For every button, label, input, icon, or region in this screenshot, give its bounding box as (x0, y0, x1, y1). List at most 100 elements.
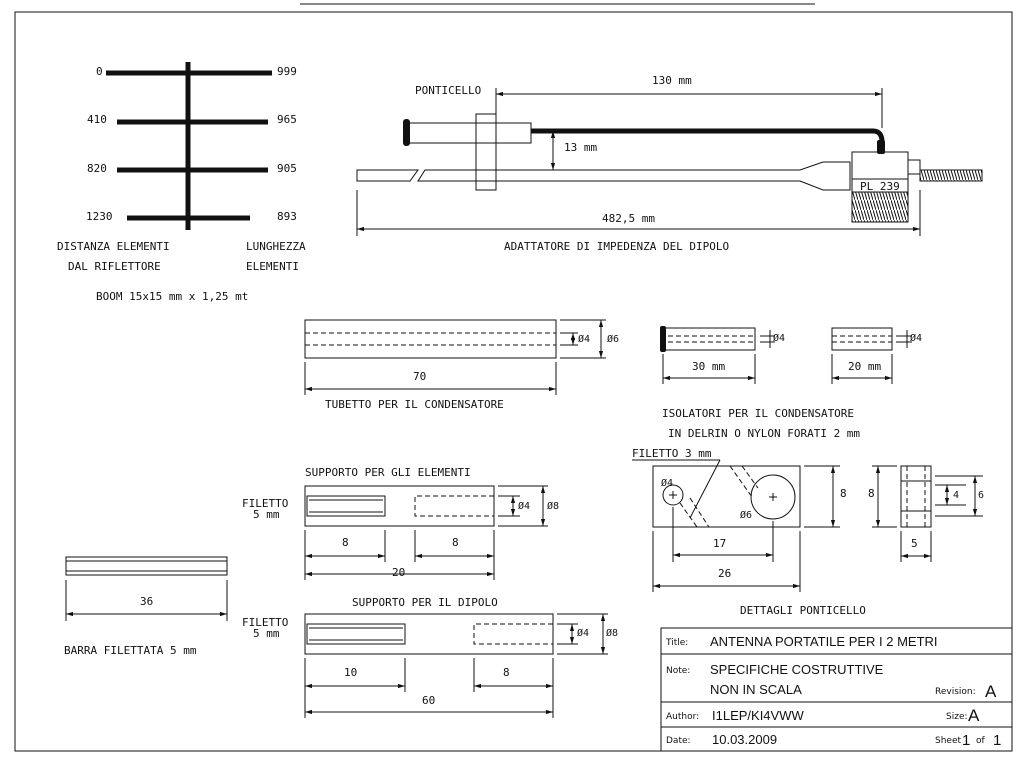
drawing-title: ANTENNA PORTATILE PER I 2 METRI (710, 634, 938, 649)
yagi-left-value: 1230 (86, 210, 113, 223)
yagi-label-distance: DISTANZA ELEMENTI (57, 240, 170, 253)
dim-6: 6 (978, 490, 984, 501)
insulator-20 (831, 327, 893, 351)
hole-big (750, 474, 796, 520)
yagi-left-value: 0 (96, 65, 103, 78)
dim-d6: Ø6 (607, 333, 619, 345)
revision-label: Revision: (935, 687, 976, 697)
title-label: Title: (665, 638, 688, 648)
yagi-right-value: 905 (277, 162, 297, 175)
bridge-block (475, 113, 497, 191)
note-value: SPECIFICHE COSTRUTTIVE (710, 662, 884, 677)
yagi-left-value: 410 (87, 113, 107, 126)
tube-cap (403, 119, 410, 146)
tubetto-caption: TUBETTO PER IL CONDENSATORE (325, 398, 504, 411)
yagi-left-value: 820 (87, 162, 107, 175)
wire-end (877, 140, 885, 154)
isolatori-diagram: Ø4 30 mm Ø4 20 mm ISOLATORI PER IL CONDE… (660, 326, 922, 440)
note-value: NON IN SCALA (710, 682, 802, 697)
pl239-label: PL 239 (860, 180, 900, 193)
ponticello-label: PONTICELLO (415, 84, 481, 97)
dim-482: 482,5 mm (602, 212, 655, 225)
dim-130: 130 mm (652, 74, 692, 87)
author-value: I1LEP/KI4VWW (712, 708, 804, 723)
bridge-front-view (652, 465, 801, 528)
supporto-dipolo-diagram: SUPPORTO PER IL DIPOLO FILETTO 5 mm Ø4 Ø… (242, 596, 618, 718)
barra-caption: BARRA FILETTATA 5 mm (64, 644, 197, 657)
pl239-nut (851, 191, 909, 223)
date-label: Date: (666, 736, 691, 746)
sheet-total: 1 (993, 732, 1001, 749)
impedance-adapter-diagram: PL 239 PONTICELLO 130 mm 13 mm 482,5 mm … (356, 74, 983, 253)
support-body (304, 485, 495, 527)
yagi-right-value: 999 (277, 65, 297, 78)
dim-5: 5 (911, 537, 918, 550)
dim-20mm: 20 mm (848, 360, 881, 373)
yagi-diagram: 0 410 820 1230 999 965 905 893 DISTANZA … (57, 62, 306, 303)
dim-8: 8 (868, 487, 875, 500)
dim-13: 13 mm (564, 141, 597, 154)
dim-8: 8 (840, 487, 847, 500)
note-label: Note: (666, 666, 690, 676)
ponticello-caption: DETTAGLI PONTICELLO (740, 604, 866, 617)
dim-26: 26 (718, 567, 731, 580)
sheet-border (14, 11, 1013, 752)
ponticello-detail-diagram: FILETTO 3 mm Ø4 Ø6 8 17 26 (632, 447, 984, 617)
dim-d6: Ø6 (740, 509, 752, 521)
revision-value: A (985, 682, 997, 701)
insulator-30 (662, 327, 756, 351)
dim-20: 20 (392, 566, 405, 579)
dim-d8: Ø8 (606, 627, 618, 639)
boom-spec: BOOM 15x15 mm x 1,25 mt (96, 290, 248, 303)
supporto-dipolo-title: SUPPORTO PER IL DIPOLO (352, 596, 498, 609)
filetto-label: 5 mm (253, 627, 280, 640)
yagi-right-value: 893 (277, 210, 297, 223)
barra-diagram: 36 BARRA FILETTATA 5 mm (64, 556, 228, 657)
pl239-collar (907, 159, 921, 175)
dim-d8: Ø8 (547, 500, 559, 512)
dim-30mm: 30 mm (692, 360, 725, 373)
dim-36: 36 (140, 595, 153, 608)
pl239-thread (919, 169, 983, 182)
isolatori-caption: ISOLATORI PER IL CONDENSATORE (662, 407, 854, 420)
threaded-bar (65, 556, 228, 576)
filetto-label: FILETTO (242, 616, 288, 629)
dim-d4: Ø4 (577, 627, 589, 639)
isolatori-caption: IN DELRIN O NYLON FORATI 2 mm (668, 427, 860, 440)
yagi-label-length: LUNGHEZZA (246, 240, 306, 253)
tubetto-diagram: Ø4 Ø6 70 TUBETTO PER IL CONDENSATORE (304, 319, 619, 411)
sheet-of: of (976, 736, 986, 746)
bridge-side-view (900, 465, 932, 528)
rod-segment (417, 161, 851, 191)
yagi-label-length: ELEMENTI (246, 260, 299, 273)
support-body (304, 613, 554, 655)
yagi-label-distance: DAL RIFLETTORE (68, 260, 161, 273)
dim-d4: Ø4 (518, 500, 530, 512)
dim-d4: Ø4 (661, 477, 673, 489)
filetto-3mm-label: FILETTO 3 mm (632, 447, 712, 460)
dim-10: 10 (344, 666, 357, 679)
rod-segment (356, 169, 419, 182)
dim-4: 4 (953, 490, 959, 501)
capacitor-tube (405, 122, 532, 144)
supporto-elementi-diagram: SUPPORTO PER GLI ELEMENTI FILETTO 5 mm Ø… (242, 466, 559, 580)
dim-17: 17 (713, 537, 726, 550)
dim-70: 70 (413, 370, 426, 383)
dim-d4: Ø4 (578, 333, 590, 345)
dim-8: 8 (452, 536, 459, 549)
dim-d4: Ø4 (773, 332, 785, 344)
date-value: 10.03.2009 (712, 732, 777, 747)
filetto-label: FILETTO (242, 497, 288, 510)
sheet-label: Sheet (935, 736, 961, 746)
sheet-number: 1 (962, 732, 970, 749)
dim-d4: Ø4 (910, 332, 922, 344)
dim-8: 8 (342, 536, 349, 549)
yagi-right-value: 965 (277, 113, 297, 126)
size-label: Size: (946, 712, 968, 722)
adapter-caption: ADATTATORE DI IMPEDENZA DEL DIPOLO (504, 240, 729, 253)
filetto-label: 5 mm (253, 508, 280, 521)
supporto-elementi-title: SUPPORTO PER GLI ELEMENTI (305, 466, 471, 479)
tube-outline (304, 319, 557, 359)
size-value: A (968, 706, 980, 725)
